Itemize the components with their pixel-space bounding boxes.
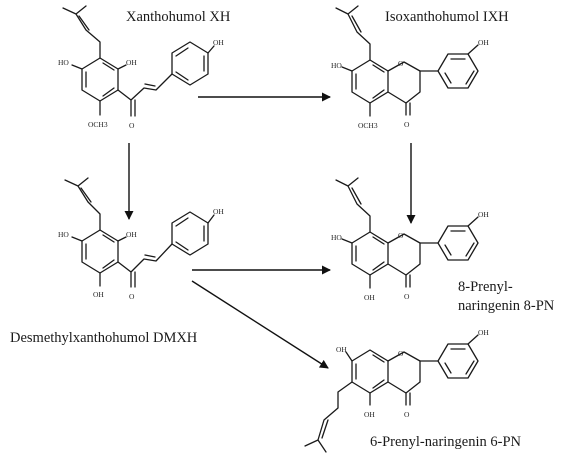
pn6-bonds bbox=[304, 334, 479, 453]
ixh-phenol-oh-label: OH bbox=[478, 38, 489, 47]
dmxh-oh-right-label: OH bbox=[126, 230, 137, 239]
xh-oh-right-label: OH bbox=[126, 58, 137, 67]
ixh-ring-o-label: O bbox=[398, 59, 404, 68]
molecule-xanthohumol: HO OH O OCH3 OH Xanthohumol XH bbox=[58, 5, 231, 130]
molecule-6-prenylnaringenin: O OH O OH OH 6-Prenyl-naringenin 6-PN bbox=[304, 328, 522, 453]
pn6-ring-o-label: O bbox=[398, 349, 404, 358]
xh-oh-left-label: HO bbox=[58, 58, 69, 67]
pn6-oh-bottom-label: OH bbox=[364, 410, 375, 419]
pn6-phenol-oh-label: OH bbox=[478, 328, 489, 337]
arrow-dmxh-to-6pn bbox=[191, 280, 329, 369]
molecule-8-prenylnaringenin: O HO O OH OH 8-Prenyl- naringenin 8-PN bbox=[331, 177, 555, 314]
molecule-isoxanthohumol: O HO O OCH3 OH Isoxanthohumol IXH bbox=[331, 5, 509, 130]
pn8-oh-left-label: HO bbox=[331, 233, 342, 242]
xh-phenol-oh-label: OH bbox=[213, 38, 224, 47]
pn8-carbonyl-label: O bbox=[404, 292, 410, 301]
pn8-ring-o-label: O bbox=[398, 231, 404, 240]
molecule-desmethylxanthohumol: HO OH O OH OH Desmethylxanthohumol DMXH bbox=[10, 177, 224, 346]
dmxh-name: Desmethylxanthohumol DMXH bbox=[10, 330, 198, 346]
pn8-phenol-oh-label: OH bbox=[478, 210, 489, 219]
pn8-oh-bottom-label: OH bbox=[364, 293, 375, 302]
ixh-oh-label: HO bbox=[331, 61, 342, 70]
dmxh-phenol-oh-label: OH bbox=[213, 207, 224, 216]
xh-bonds bbox=[62, 5, 215, 117]
dmxh-bonds bbox=[64, 177, 215, 288]
ixh-name: Isoxanthohumol IXH bbox=[385, 9, 509, 25]
dmxh-oh-bottom-label: OH bbox=[93, 290, 104, 299]
xh-methoxy-label: OCH3 bbox=[88, 120, 108, 129]
pn6-oh-top-label: OH bbox=[336, 345, 347, 354]
ixh-methoxy-label: OCH3 bbox=[358, 121, 378, 130]
pn8-name-line2: naringenin 8-PN bbox=[458, 298, 555, 314]
pn8-bonds bbox=[335, 177, 479, 289]
pn6-carbonyl-label: O bbox=[404, 410, 410, 419]
ixh-bonds bbox=[335, 5, 479, 117]
ixh-carbonyl-label: O bbox=[404, 120, 410, 129]
pn8-name-line1: 8-Prenyl- bbox=[458, 279, 513, 295]
xh-carbonyl-label: O bbox=[129, 121, 135, 130]
reaction-arrows bbox=[124, 92, 416, 369]
pn6-name: 6-Prenyl-naringenin 6-PN bbox=[370, 434, 522, 450]
dmxh-carbonyl-label: O bbox=[129, 292, 135, 301]
xh-name: Xanthohumol XH bbox=[126, 9, 231, 25]
dmxh-oh-left-label: HO bbox=[58, 230, 69, 239]
